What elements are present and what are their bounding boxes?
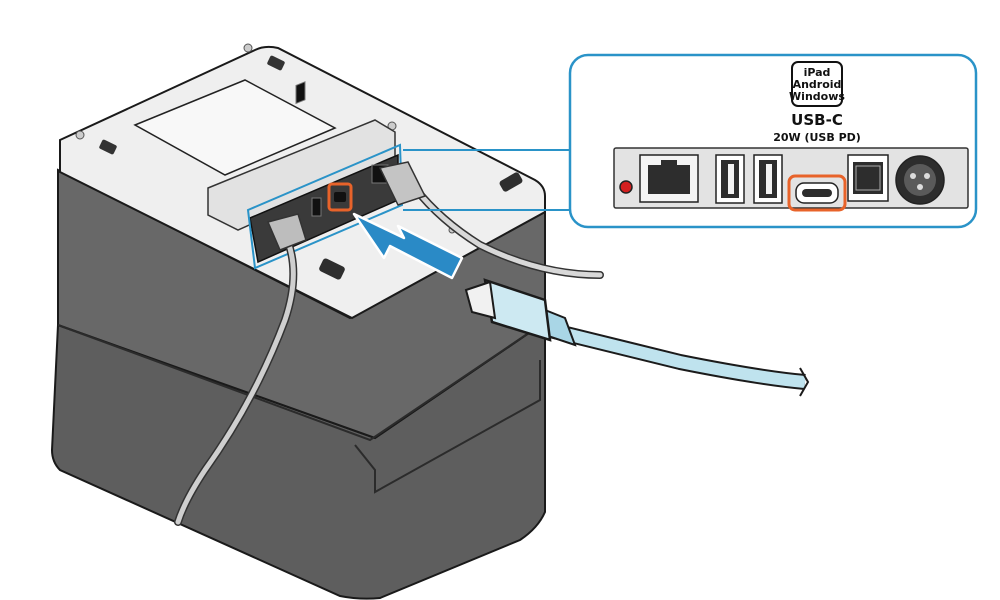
- usb-c-port-icon: [795, 182, 839, 204]
- right-cable: [412, 185, 603, 278]
- os-badge-line3: Windows: [789, 90, 845, 103]
- port-name-label: USB-C: [791, 111, 843, 129]
- printer-seam: [57, 321, 546, 442]
- os-badge-line1: iPad: [804, 66, 831, 79]
- power-port-icon: [895, 155, 945, 205]
- os-badge-frame: [791, 61, 843, 107]
- printer-front-recess: [354, 360, 541, 494]
- printer-port-usb-a: [311, 197, 322, 217]
- usb-c-cable: [464, 278, 810, 397]
- rubber-foot: [99, 139, 117, 155]
- port-selection-box: [246, 143, 404, 270]
- callout: iPad Android Windows USB-C 20W (USB PD): [403, 53, 978, 229]
- power-spec-label: 20W (USB PD): [773, 131, 861, 144]
- drawer-kick-port-icon: [847, 154, 889, 202]
- insertion-arrow: [352, 212, 464, 280]
- rubber-foot: [499, 172, 523, 192]
- usb-a-port-icon: [753, 154, 783, 204]
- printer-port-usb-c: [334, 192, 346, 202]
- printer: [50, 43, 546, 600]
- usb-c-port-highlight: [787, 174, 847, 212]
- printer-body-lower: [50, 320, 546, 600]
- usb-c-cable-core: [548, 324, 806, 388]
- red-indicator-icon: [619, 180, 633, 194]
- screw-hole: [75, 130, 85, 140]
- top-label-window: [133, 79, 337, 176]
- ethernet-port-icon: [639, 154, 699, 203]
- usb-a-port-icon: [715, 154, 745, 204]
- rubber-foot: [319, 258, 345, 280]
- left-cable: [175, 239, 296, 525]
- usb-c-plug-tip: [464, 280, 497, 320]
- right-cable-plug: [378, 161, 427, 206]
- screw-hole: [243, 43, 253, 53]
- cables: [174, 161, 604, 526]
- rubber-foot: [267, 55, 285, 71]
- usb-c-cable-end: [799, 367, 810, 397]
- printer-port-usb-c-highlight: [327, 182, 353, 212]
- os-badge-line2: Android: [793, 78, 842, 91]
- printer-port-usb-a: [295, 81, 306, 105]
- left-cable-plug: [266, 213, 307, 251]
